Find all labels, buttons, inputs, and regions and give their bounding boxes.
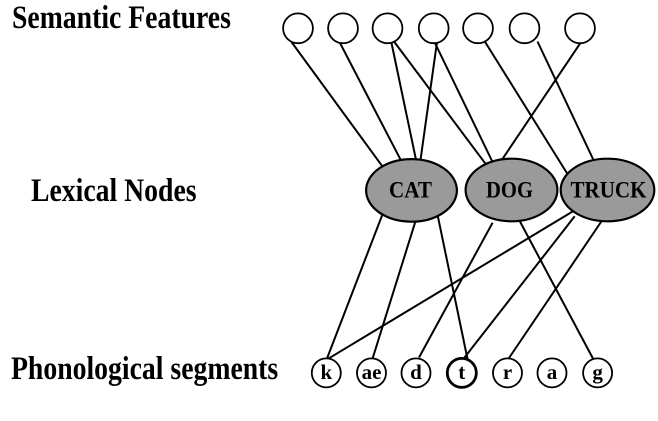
svg-text:t: t — [458, 360, 465, 384]
svg-text:DOG: DOG — [486, 177, 533, 202]
svg-text:g: g — [592, 360, 603, 384]
svg-text:TRUCK: TRUCK — [571, 177, 647, 202]
svg-text:a: a — [547, 360, 558, 384]
svg-text:d: d — [410, 360, 422, 384]
svg-text:CAT: CAT — [389, 177, 432, 202]
svg-text:ae: ae — [362, 360, 382, 384]
svg-text:k: k — [320, 360, 332, 384]
svg-text:r: r — [503, 360, 512, 384]
